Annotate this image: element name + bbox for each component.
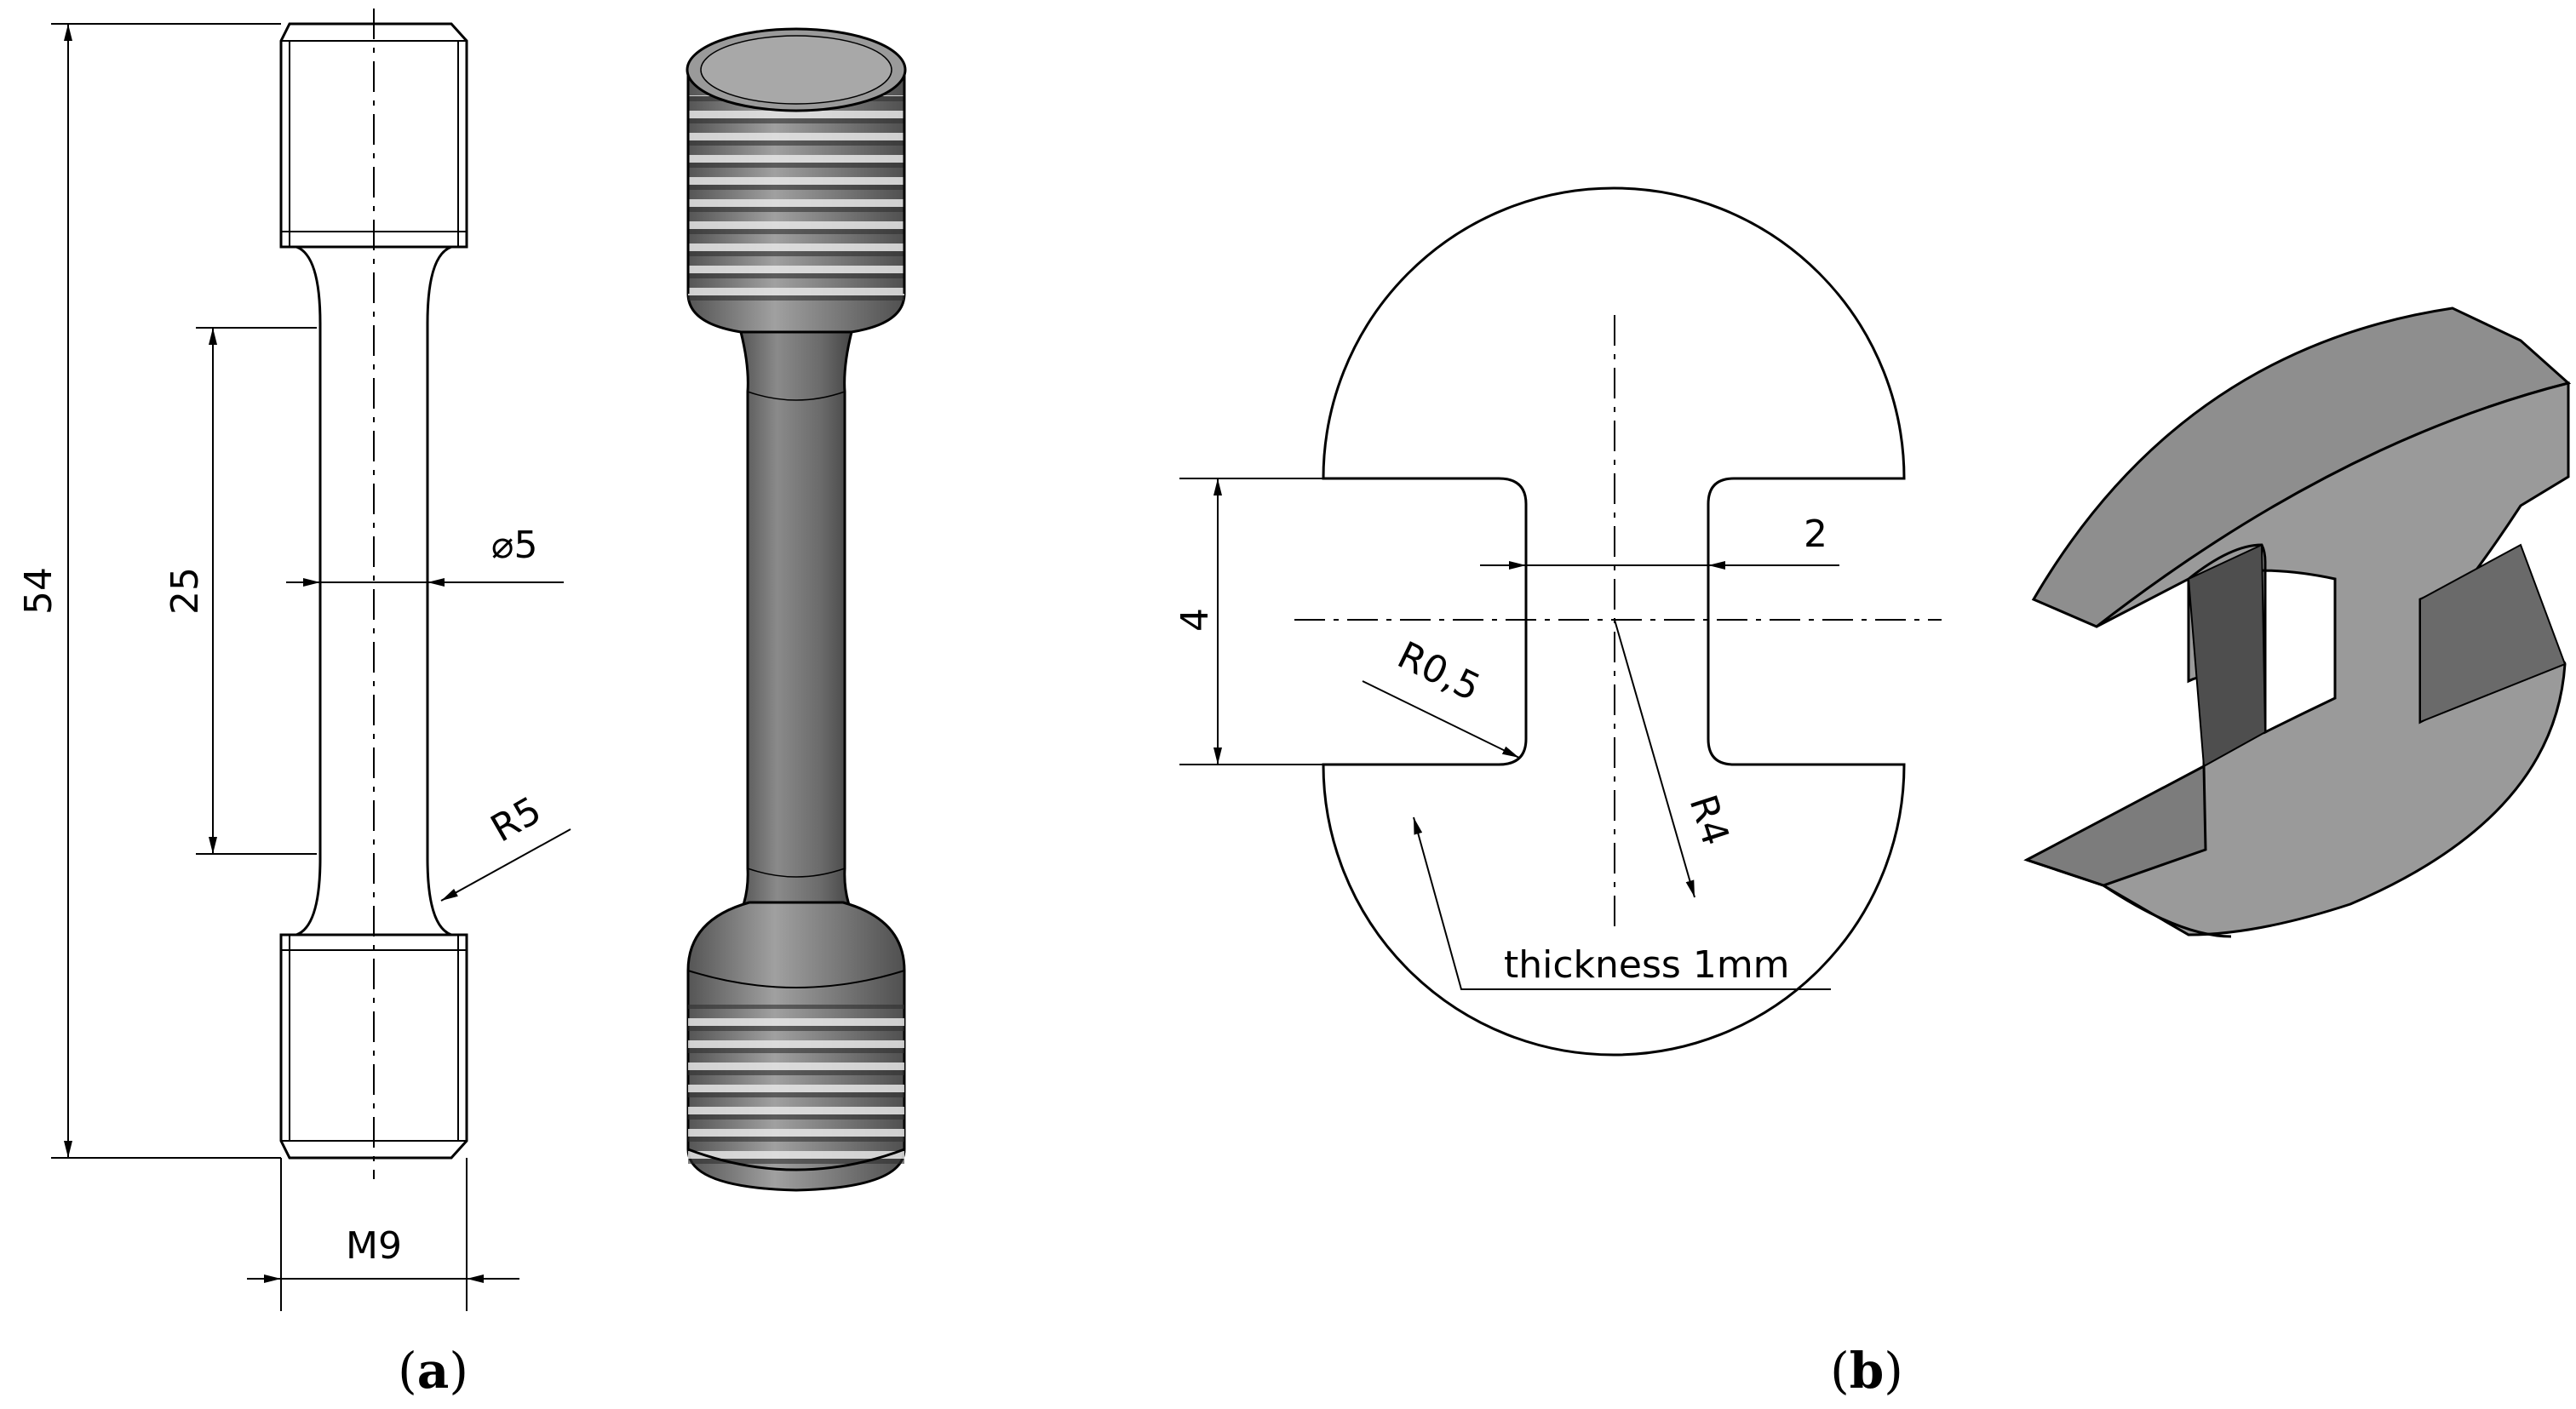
bottom-threads-3d bbox=[688, 1005, 904, 1166]
panel-a-2d-drawing: 54 25 ⌀5 R5 M9 bbox=[17, 9, 571, 1311]
dim-overall-length: 54 bbox=[17, 567, 60, 615]
panel-b-2d-drawing: 4 2 R0,5 R4 thickness 1mm bbox=[1173, 186, 1942, 1057]
leader-corner-radius bbox=[1362, 680, 1520, 759]
dim-outer-radius: R4 bbox=[1681, 790, 1738, 851]
top-threads-3d bbox=[688, 95, 904, 308]
leader-fillet-radius bbox=[440, 828, 571, 902]
caption-b-letter: b bbox=[1850, 1342, 1885, 1400]
insert-slot-wall-3d bbox=[2187, 543, 2267, 768]
dim-slot-height: 4 bbox=[1173, 608, 1217, 632]
dim-corner-radius: R0,5 bbox=[1391, 633, 1487, 710]
dim-diameter: ⌀5 bbox=[491, 524, 537, 567]
caption-a-open: ( bbox=[398, 1342, 417, 1400]
svg-text:(a): (a) bbox=[398, 1342, 468, 1400]
leader-thickness-note bbox=[1413, 816, 1831, 990]
svg-text:(b): (b) bbox=[1830, 1342, 1903, 1400]
rod-3d bbox=[730, 330, 863, 930]
dim-gauge-length: 25 bbox=[164, 567, 207, 615]
panel-a-3d-render bbox=[686, 27, 907, 1192]
caption-a-letter: a bbox=[417, 1342, 450, 1400]
dim-web-width: 2 bbox=[1804, 513, 1827, 556]
dim-fillet-radius: R5 bbox=[484, 788, 548, 851]
caption-b: (b) bbox=[1830, 1342, 1903, 1400]
leader-outer-radius bbox=[1614, 619, 1695, 898]
top-face-chamfer bbox=[700, 35, 892, 105]
gauge-section-outline bbox=[295, 245, 452, 936]
insert-outline bbox=[1322, 186, 1906, 1057]
caption-a-close: ) bbox=[449, 1342, 468, 1400]
panel-b-3d-render bbox=[2023, 306, 2572, 938]
note-thickness: thickness 1mm bbox=[1504, 943, 1790, 987]
caption-b-open: ( bbox=[1830, 1342, 1850, 1400]
insert-right-notch-3d bbox=[2419, 543, 2567, 724]
dim-thread: M9 bbox=[346, 1224, 402, 1268]
caption-a: (a) bbox=[398, 1342, 468, 1400]
caption-b-close: ) bbox=[1884, 1342, 1903, 1400]
